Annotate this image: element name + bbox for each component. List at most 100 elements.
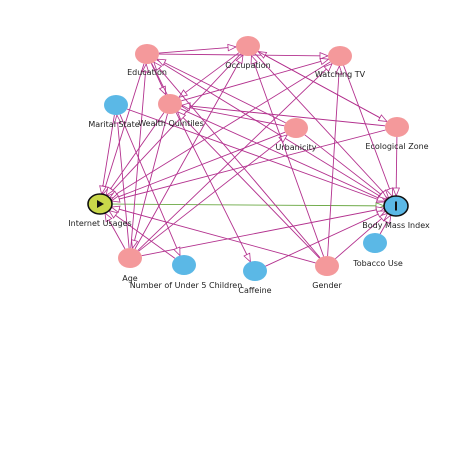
node-ellipse[interactable] [172, 255, 196, 275]
edge-line [335, 212, 388, 260]
edge-age-to-urbanicity [138, 134, 289, 252]
node-urbanicity[interactable]: Urbanicity [276, 118, 317, 152]
node-ellipse[interactable] [315, 256, 339, 276]
node-label: Occupation [225, 61, 270, 70]
arrowhead-icon [335, 64, 343, 75]
arrowhead-icon [319, 57, 330, 66]
edge-watching_tv-to-bmi [343, 65, 394, 198]
edge-education-to-occupation [158, 43, 238, 54]
edge-gender-to-education [153, 61, 321, 259]
node-gender[interactable]: Gender [312, 256, 342, 290]
edge-urbanicity-to-bmi [304, 134, 389, 200]
edge-line [102, 63, 145, 195]
edge-gender-to-wealth [176, 111, 320, 259]
node-label: Education [127, 68, 167, 77]
node-bmi[interactable]: Body Mass Index [362, 195, 430, 230]
node-ellipse[interactable] [328, 46, 352, 66]
arrowhead-icon [378, 212, 389, 222]
arrowhead-icon [385, 187, 394, 198]
node-label: Watching TV [315, 70, 366, 79]
node-age[interactable]: Age [118, 248, 142, 283]
node-label: Internet Usages [68, 219, 131, 228]
edge-gender-to-occupation [250, 54, 325, 257]
node-ellipse[interactable] [385, 117, 409, 137]
edge-line [395, 136, 398, 197]
node-ellipse[interactable] [135, 44, 159, 64]
node-label: Age [122, 274, 138, 283]
arrowhead-icon [105, 186, 115, 197]
node-label: Body Mass Index [362, 221, 430, 230]
node-caffeine[interactable]: Caffeine [238, 261, 272, 295]
edge-occupation-to-wealth [178, 52, 240, 98]
edge-line [178, 52, 240, 98]
node-marital-status[interactable]: Marital State [88, 95, 140, 129]
arrowhead-icon [383, 214, 392, 225]
edge-children-to-internet [108, 209, 176, 259]
edge-line [110, 131, 286, 201]
edge-line [257, 51, 388, 122]
edge-line [157, 58, 286, 124]
node-ecological-zone[interactable]: Ecological Zone [365, 117, 429, 151]
edge-occupation-to-ecological_zone [257, 51, 388, 123]
play-icon [97, 200, 104, 208]
edge-line [138, 134, 288, 252]
edge-gender-to-internet [110, 205, 316, 264]
arrowhead-icon [227, 43, 238, 52]
edge-line [181, 105, 285, 127]
arrowhead-icon [113, 113, 122, 124]
arrowhead-icon [176, 111, 187, 121]
arrowhead-icon [110, 205, 121, 213]
edge-gender-to-bmi [335, 212, 389, 260]
edge-internet-to-bmi [111, 202, 386, 210]
edge-line [327, 65, 340, 257]
edge-urbanicity-to-education [156, 58, 286, 124]
edge-line [111, 206, 316, 264]
node-ellipse[interactable] [118, 248, 142, 268]
arrowhead-icon [180, 102, 191, 110]
edge-line [181, 58, 329, 102]
edge-line [250, 55, 325, 257]
node-tobacco[interactable]: Tobacco Use [352, 233, 403, 268]
arrowhead-icon [235, 54, 244, 65]
arrowhead-icon [110, 195, 121, 203]
arrowhead-icon [392, 187, 400, 198]
edge-line [265, 210, 386, 267]
node-occupation[interactable]: Occupation [225, 36, 271, 70]
edge-education-to-bmi [156, 59, 388, 201]
edge-marital_status-to-children [119, 114, 181, 257]
edge-age-to-education [130, 62, 150, 249]
node-internet[interactable]: Internet Usages [68, 193, 132, 228]
edge-wealth-to-internet [105, 112, 165, 197]
node-label: Ecological Zone [365, 142, 428, 151]
edge-urbanicity-to-internet [109, 131, 286, 201]
edge-line [177, 111, 320, 259]
node-ellipse[interactable] [104, 95, 128, 115]
arrowhead-icon [243, 252, 251, 263]
edge-line [254, 53, 390, 199]
edge-line [156, 59, 387, 201]
node-ellipse[interactable] [363, 233, 387, 253]
node-ellipse[interactable] [243, 261, 267, 281]
node-children[interactable]: Number of Under 5 Children [130, 255, 243, 290]
node-label: Wealth Quintiles [138, 119, 204, 128]
node-ellipse[interactable] [158, 94, 182, 114]
node-wealth[interactable]: Wealth Quintiles [138, 94, 204, 128]
edge-age-to-marital_status [113, 113, 130, 249]
edge-line [343, 65, 393, 197]
node-education[interactable]: Education [127, 44, 167, 77]
node-label: Urbanicity [276, 143, 317, 152]
arrowhead-icon [99, 185, 107, 196]
node-watching-tv[interactable]: Watching TV [315, 46, 366, 79]
node-ellipse[interactable] [284, 118, 308, 138]
edges-layer [99, 43, 400, 267]
node-ellipse[interactable] [236, 36, 260, 56]
arrowhead-icon [156, 58, 167, 67]
edge-line [153, 61, 321, 259]
edge-line [130, 63, 147, 249]
edge-wealth-to-watching_tv [181, 57, 330, 102]
edge-ecological_zone-to-wealth [180, 102, 386, 127]
edge-line [105, 112, 165, 196]
arrowhead-icon [153, 61, 163, 71]
edge-line [134, 54, 244, 250]
